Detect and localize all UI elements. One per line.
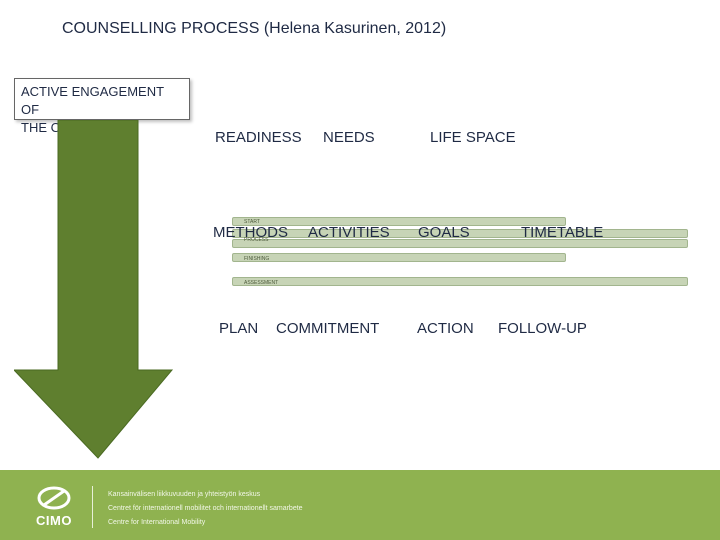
footer-line-english: Centre for International Mobility [108, 519, 206, 526]
plan-label: PLAN [219, 320, 259, 337]
process-bar-4 [232, 253, 566, 262]
commitment-label: COMMITMENT [276, 320, 380, 337]
footer-line-swedish: Centret för internationell mobilitet och… [108, 505, 303, 512]
active-engagement-line1: ACTIVE ENGAGEMENT OF [21, 84, 164, 117]
action-label: ACTION [417, 320, 474, 337]
timetable-label: TIMETABLE [521, 224, 604, 241]
footer-divider [92, 486, 93, 528]
process-bar-2 [232, 229, 688, 238]
needs-label: NEEDS [323, 129, 375, 146]
goals-label: GOALS [418, 224, 470, 241]
footer-line-finnish: Kansainvälisen liikkuvuuden ja yhteistyö… [108, 491, 261, 498]
cimo-logo-icon [37, 486, 71, 510]
process-bar-5 [232, 277, 688, 286]
process-bar-3-label: FINISHING [244, 256, 270, 262]
cimo-logo-text: CIMO [36, 513, 72, 528]
process-bar-2-label: PROCESS [244, 237, 269, 243]
life-space-label: LIFE SPACE [430, 129, 516, 146]
diagram-title: COUNSELLING PROCESS (Helena Kasurinen, 2… [62, 20, 447, 37]
readiness-label: READINESS [215, 129, 302, 146]
process-bar-1-label: START [244, 219, 260, 225]
process-bar-4-label: ASSESSMENT [244, 280, 279, 286]
active-engagement-box: ACTIVE ENGAGEMENT OF THE CLIENT [14, 78, 190, 135]
footer-band [0, 470, 720, 540]
activities-label: ACTIVITIES [308, 224, 390, 241]
process-bar-1 [232, 217, 566, 226]
process-bar-3 [232, 239, 688, 248]
methods-label: METHODS [213, 224, 288, 241]
follow-up-label: FOLLOW-UP [498, 320, 587, 337]
down-arrow-shape [14, 120, 174, 459]
